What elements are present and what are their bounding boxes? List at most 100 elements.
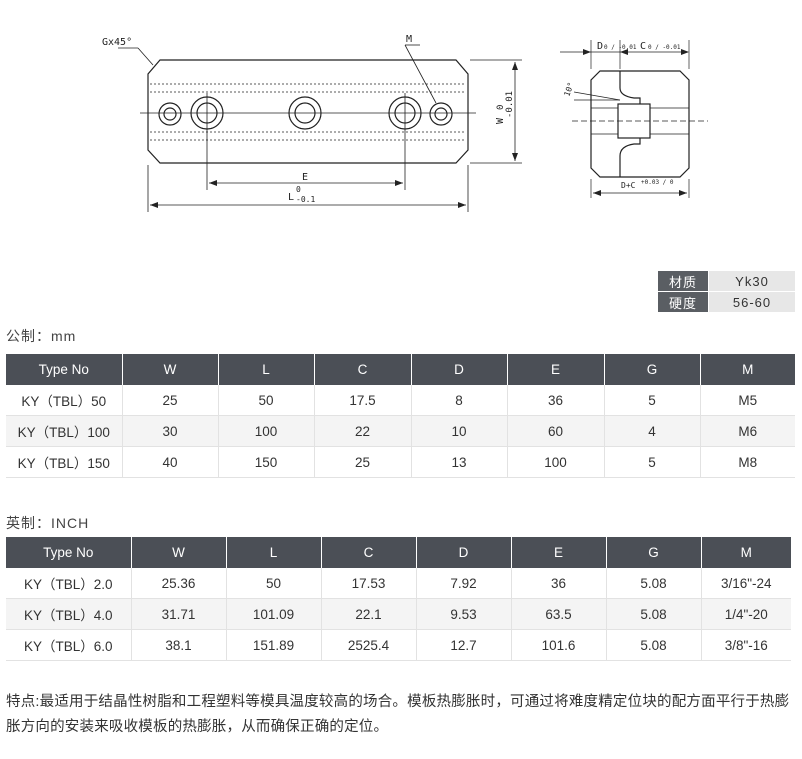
cell: 17.53 <box>321 568 417 599</box>
c-tol-label: 0 / -0.01 <box>648 44 681 51</box>
cell: 30 <box>122 415 219 447</box>
metric-header-e: E <box>507 354 605 385</box>
material-key: 材质 <box>657 270 709 292</box>
cell: M5 <box>700 385 795 416</box>
inch-header-g: G <box>606 537 702 568</box>
cell: KY（TBL）6.0 <box>6 629 132 661</box>
cell: 25 <box>122 385 219 416</box>
inch-table: Type No W L C D E G M KY（TBL）2.0 25.36 5… <box>6 537 791 661</box>
metric-table: Type No W L C D E G M KY（TBL）50 25 50 17… <box>6 354 795 478</box>
metric-header-g: G <box>604 354 701 385</box>
metric-header-m: M <box>700 354 795 385</box>
cell: KY（TBL）4.0 <box>6 598 132 630</box>
cell: KY（TBL）2.0 <box>6 568 132 599</box>
cell: 25 <box>314 446 412 478</box>
w-tol-bottom: -0.01 <box>505 91 515 118</box>
l-tol-bottom: -0.1 <box>296 195 315 204</box>
metric-header-row: Type No W L C D E G M <box>6 354 795 385</box>
m-label: M <box>406 34 412 45</box>
c-top-label: C <box>640 41 646 52</box>
cell: 36 <box>511 568 607 599</box>
cell: 4 <box>604 415 701 447</box>
inch-header-type: Type No <box>6 537 132 568</box>
angle-label: 10° <box>562 81 575 98</box>
cell: M8 <box>700 446 795 478</box>
cell: 12.7 <box>416 629 512 661</box>
metric-header-w: W <box>122 354 219 385</box>
inch-label: 英制：INCH <box>6 515 90 531</box>
cell: KY（TBL）100 <box>6 415 123 447</box>
cell: 9.53 <box>416 598 512 630</box>
material-row: 材质 Yk30 <box>657 270 796 292</box>
w-tol-top: 0 <box>496 105 506 110</box>
cell: 3/8"-16 <box>701 629 791 661</box>
feature-note: 特点:最适用于结晶性树脂和工程塑料等模具温度较高的场合。模板热膨胀时，可通过将难… <box>6 694 790 735</box>
metric-label: 公制：mm <box>6 328 77 344</box>
cell: 25.36 <box>131 568 227 599</box>
cell: 5 <box>604 446 701 478</box>
bottom-dim-tol: +0.03 / 0 <box>641 179 674 186</box>
hardness-key: 硬度 <box>657 291 709 313</box>
hardness-value: 56-60 <box>708 291 796 313</box>
cell: 8 <box>411 385 508 416</box>
cell: 31.71 <box>131 598 227 630</box>
cell: 151.89 <box>226 629 322 661</box>
cell: 60 <box>507 415 605 447</box>
cell: 101.09 <box>226 598 322 630</box>
cell: 63.5 <box>511 598 607 630</box>
inch-header-row: Type No W L C D E G M <box>6 537 791 568</box>
d-tol-label: 0 / -0.01 <box>604 44 637 51</box>
hardness-row: 硬度 56-60 <box>657 291 796 313</box>
inch-header-l: L <box>226 537 322 568</box>
front-view <box>118 44 522 212</box>
table-row: KY（TBL）150 40 150 25 13 100 5 M8 <box>6 446 795 478</box>
metric-header-l: L <box>218 354 315 385</box>
bottom-dim-label: D+C <box>621 181 636 190</box>
cell: 1/4"-20 <box>701 598 791 630</box>
cell: KY（TBL）50 <box>6 385 123 416</box>
side-view <box>560 40 708 198</box>
cell: 36 <box>507 385 605 416</box>
l-tol-top: 0 <box>296 185 301 194</box>
cell: 40 <box>122 446 219 478</box>
cell: 5 <box>604 385 701 416</box>
metric-header-type: Type No <box>6 354 123 385</box>
chamfer-label: Gx45° <box>102 37 132 48</box>
table-row: KY（TBL）2.0 25.36 50 17.53 7.92 36 5.08 3… <box>6 568 791 599</box>
cell: KY（TBL）150 <box>6 446 123 478</box>
cell: 100 <box>218 415 315 447</box>
material-value: Yk30 <box>708 270 796 292</box>
cell: 5.08 <box>606 629 702 661</box>
cell: 22 <box>314 415 412 447</box>
cell: 101.6 <box>511 629 607 661</box>
cell: 22.1 <box>321 598 417 630</box>
metric-header-d: D <box>411 354 508 385</box>
cell: 17.5 <box>314 385 412 416</box>
inch-header-m: M <box>701 537 791 568</box>
cell: 13 <box>411 446 508 478</box>
cell: M6 <box>700 415 795 447</box>
cell: 150 <box>218 446 315 478</box>
inch-header-w: W <box>131 537 227 568</box>
cell: 3/16"-24 <box>701 568 791 599</box>
cell: 38.1 <box>131 629 227 661</box>
material-spec-table: 材质 Yk30 硬度 56-60 <box>657 270 796 313</box>
d-top-label: D <box>597 41 603 52</box>
cell: 50 <box>218 385 315 416</box>
cell: 100 <box>507 446 605 478</box>
metric-header-c: C <box>314 354 412 385</box>
inch-header-d: D <box>416 537 512 568</box>
cell: 7.92 <box>416 568 512 599</box>
w-label: W <box>495 117 506 124</box>
table-row: KY（TBL）100 30 100 22 10 60 4 M6 <box>6 415 795 447</box>
l-label: L <box>288 192 294 203</box>
cell: 10 <box>411 415 508 447</box>
table-row: KY（TBL）4.0 31.71 101.09 22.1 9.53 63.5 5… <box>6 598 791 630</box>
inch-header-e: E <box>511 537 607 568</box>
table-row: KY（TBL）50 25 50 17.5 8 36 5 M5 <box>6 385 795 416</box>
technical-drawing: Gx45° M W 0 -0.01 E L 0 -0.1 <box>102 34 708 212</box>
cell: 2525.4 <box>321 629 417 661</box>
inch-header-c: C <box>321 537 417 568</box>
cell: 5.08 <box>606 598 702 630</box>
cell: 5.08 <box>606 568 702 599</box>
